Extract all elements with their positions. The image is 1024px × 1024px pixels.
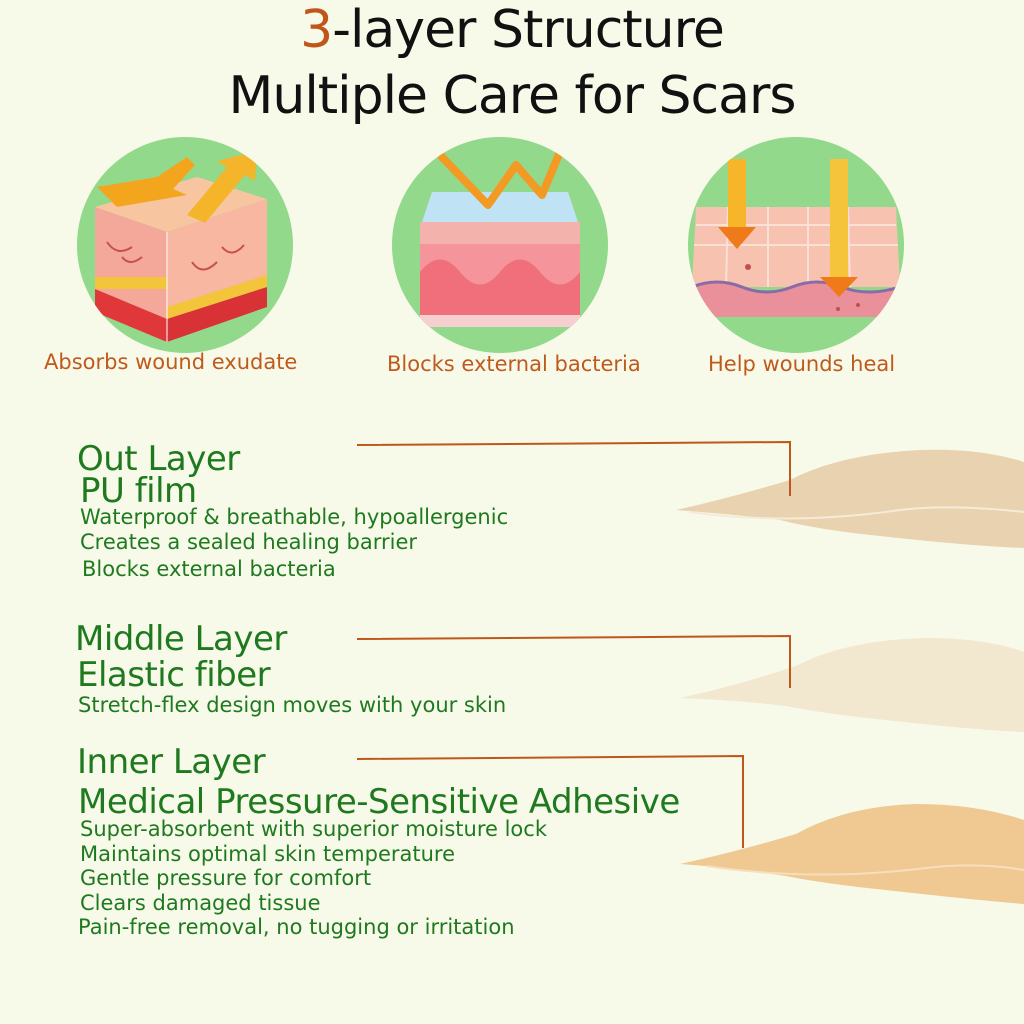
title-text: -layer Structure — [332, 0, 725, 60]
inner-layer-detail: Gentle pressure for comfort — [80, 866, 372, 890]
inner-layer-name: Inner Layer — [77, 742, 266, 782]
out-layer-name: Out Layer — [77, 439, 240, 479]
out-layer-detail: Blocks external bacteria — [82, 557, 336, 581]
out-layer-leader-line — [356, 440, 791, 496]
inner-layer-leader-line — [356, 754, 744, 848]
skin-layers-icon — [77, 137, 293, 353]
feature-caption-absorbs: Absorbs wound exudate — [44, 350, 298, 374]
out-layer-detail: Creates a sealed healing barrier — [80, 530, 417, 554]
middle-layer-pad — [680, 638, 1024, 732]
out-layer-material: PU film — [80, 471, 197, 511]
middle-layer-leader-line — [356, 634, 791, 688]
middle-layer-detail: Stretch-flex design moves with your skin — [78, 693, 507, 717]
inner-layer-detail: Clears damaged tissue — [80, 891, 321, 915]
middle-layer-material: Elastic fiber — [77, 655, 271, 695]
inner-layer-detail: Super-absorbent with superior moisture l… — [80, 817, 547, 841]
barrier-shield-icon — [392, 137, 608, 353]
title-accent-number: 3 — [300, 0, 333, 60]
main-subtitle: Multiple Care for Scars — [228, 66, 797, 126]
middle-layer-name: Middle Layer — [75, 619, 287, 659]
inner-layer-pad — [680, 804, 1024, 904]
main-title: 3-layer Structure — [0, 4, 1024, 56]
inner-layer-material: Medical Pressure-Sensitive Adhesive — [78, 782, 680, 822]
out-layer-pad — [676, 449, 1024, 548]
inner-layer-detail: Maintains optimal skin temperature — [80, 842, 455, 866]
healing-skin-icon — [688, 137, 904, 353]
feature-caption-heal: Help wounds heal — [708, 352, 896, 376]
inner-layer-detail: Pain-free removal, no tugging or irritat… — [78, 915, 515, 939]
feature-caption-blocks: Blocks external bacteria — [387, 352, 641, 376]
out-layer-detail: Waterproof & breathable, hypoallergenic — [80, 505, 509, 529]
